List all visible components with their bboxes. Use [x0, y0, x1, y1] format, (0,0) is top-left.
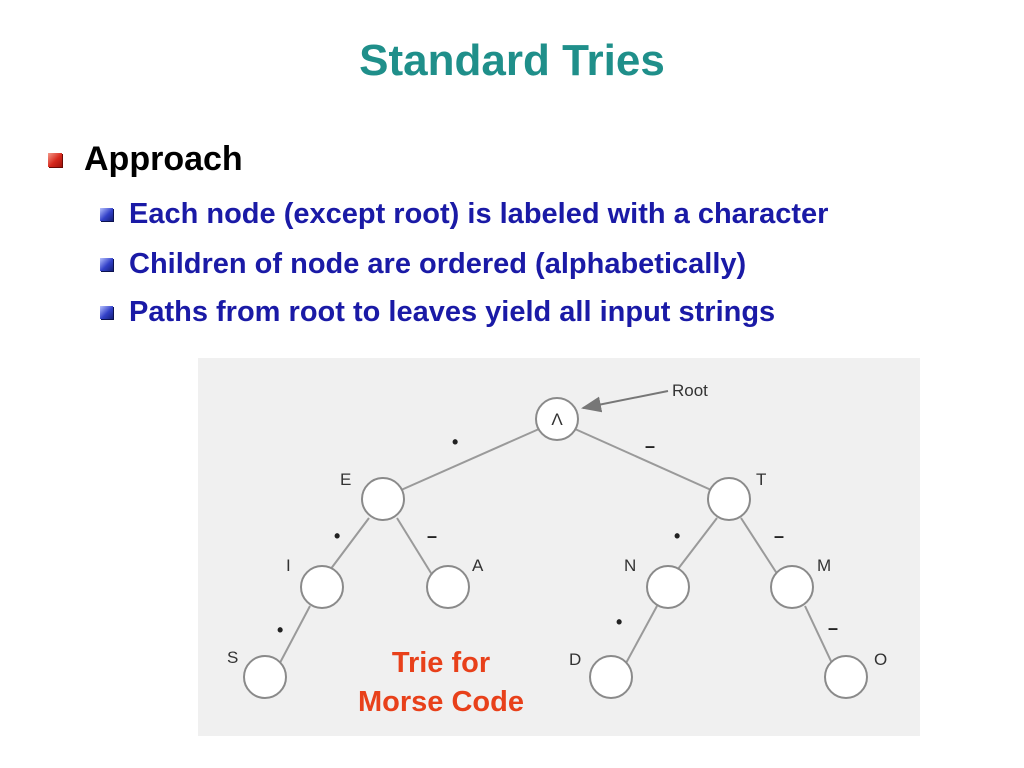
- sub-bullet-2-text: Children of node are ordered (alphabetic…: [129, 248, 747, 280]
- trie-node-A: [426, 565, 470, 609]
- root-symbol: Λ: [551, 410, 563, 429]
- blue-square-bullet-icon: [100, 208, 113, 221]
- sub-bullet-3-text: Paths from root to leaves yield all inpu…: [129, 296, 776, 328]
- node-label-M: M: [817, 556, 831, 575]
- slide-title: Standard Tries: [359, 36, 665, 85]
- trie-diagram: Λ Root E T I A N M S D O • – • – • – • •…: [227, 381, 887, 699]
- edge-root-E: [382, 428, 540, 499]
- sub-bullet-2: Children of node are ordered (alphabetic…: [100, 248, 746, 281]
- diagram-caption: Trie for Morse Code: [326, 644, 556, 722]
- blue-square-bullet-icon: [100, 306, 113, 319]
- root-callout-arrow: [581, 390, 669, 413]
- node-label-T: T: [756, 470, 766, 489]
- edge-symbol-N-D-dot: •: [616, 612, 622, 632]
- node-label-E: E: [340, 470, 351, 489]
- edge-symbol-I-S-dot: •: [277, 620, 283, 640]
- node-label-O: O: [874, 650, 887, 669]
- sub-bullet-3: Paths from root to leaves yield all inpu…: [100, 296, 775, 329]
- blue-square-bullet-icon: [100, 258, 113, 271]
- node-label-I: I: [286, 556, 291, 575]
- edge-symbol-E-A-dash: –: [427, 526, 437, 546]
- trie-node-S: [243, 655, 287, 699]
- node-label-D: D: [569, 650, 581, 669]
- caption-line-2: Morse Code: [358, 686, 524, 718]
- trie-node-O: [824, 655, 868, 699]
- bullet-approach-text: Approach: [84, 140, 243, 178]
- edge-symbol-T-M-dash: –: [774, 526, 784, 546]
- edge-root-T: [574, 428, 730, 499]
- root-callout-label: Root: [672, 381, 708, 400]
- edge-symbol-root-E-dot: •: [452, 432, 458, 452]
- node-label-A: A: [472, 556, 484, 575]
- trie-node-T: [707, 477, 751, 521]
- trie-diagram-panel: Λ Root E T I A N M S D O • – • – • – • •…: [198, 358, 920, 736]
- node-label-S: S: [227, 648, 238, 667]
- caption-line-1: Trie for: [391, 647, 491, 679]
- trie-node-D: [589, 655, 633, 699]
- edge-symbol-M-O-dash: –: [828, 618, 838, 638]
- sub-bullet-1-text: Each node (except root) is labeled with …: [129, 198, 829, 230]
- edge-symbol-root-T-dash: –: [645, 436, 655, 456]
- red-square-bullet-icon: [48, 152, 62, 167]
- edge-symbol-T-N-dot: •: [674, 526, 680, 546]
- trie-node-I: [300, 565, 344, 609]
- trie-node-E: [361, 477, 405, 521]
- trie-node-N: [646, 565, 690, 609]
- sub-bullet-1: Each node (except root) is labeled with …: [100, 198, 828, 231]
- edge-symbol-E-I-dot: •: [334, 526, 340, 546]
- trie-root-node: [535, 397, 579, 441]
- node-label-N: N: [624, 556, 636, 575]
- bullet-approach: Approach: [48, 140, 243, 179]
- trie-node-M: [770, 565, 814, 609]
